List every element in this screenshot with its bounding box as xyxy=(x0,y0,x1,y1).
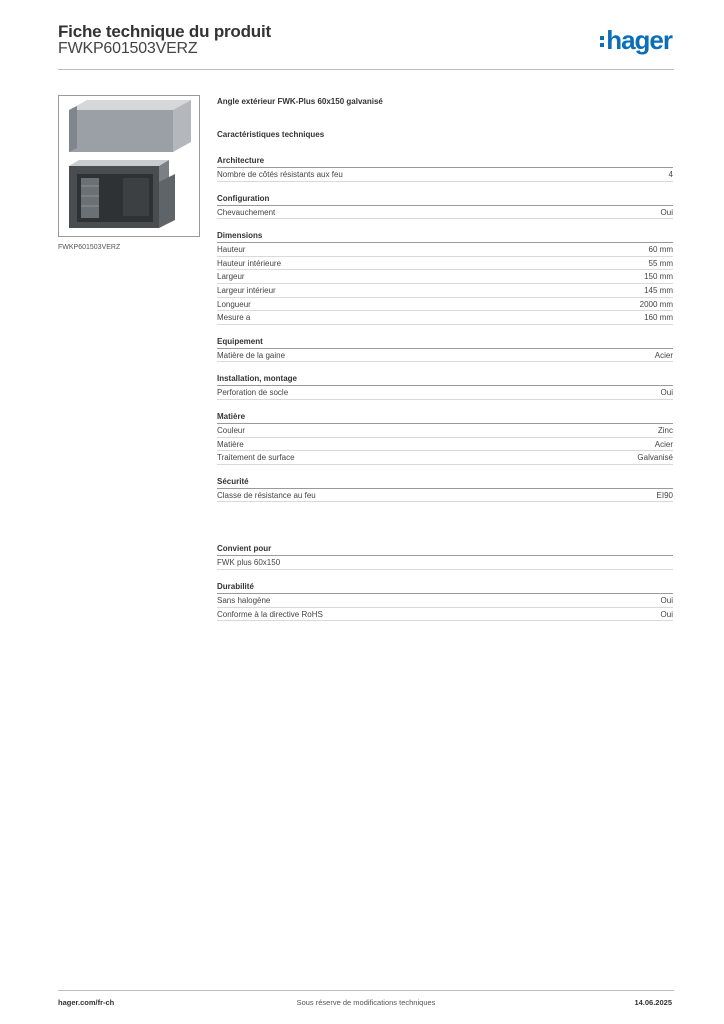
spec-value: 150 mm xyxy=(644,272,673,282)
hager-logo: hager xyxy=(600,25,673,55)
section-title: Configuration xyxy=(217,194,673,206)
spec-label: FWK plus 60x150 xyxy=(217,558,281,568)
spec-value: Oui xyxy=(660,207,673,217)
document-title: Fiche technique du produit xyxy=(58,22,271,41)
section-title: Matière xyxy=(217,412,673,424)
spec-value: EI90 xyxy=(656,490,673,500)
section-title: Installation, montage xyxy=(217,374,673,387)
spec-label: Perforation de socle xyxy=(217,388,289,398)
spec-label: Largeur intérieur xyxy=(217,285,276,295)
spec-row: Traitement de surface Galvanisé xyxy=(217,451,673,465)
section-title: Architecture xyxy=(217,156,673,168)
spec-row: Mesure a 160 mm xyxy=(217,311,673,325)
page-header: Fiche technique du produit FWKP601503VER… xyxy=(58,22,674,70)
footer-notice: Sous réserve de modifications techniques xyxy=(296,998,436,1007)
spec-row: Nombre de côtés résistants aux feu 4 xyxy=(217,168,673,182)
section-title: Equipement xyxy=(217,337,673,349)
spec-label: Traitement de surface xyxy=(217,453,295,463)
spec-row: Hauteur intérieure 55 mm xyxy=(217,257,673,271)
specs-heading: Caractéristiques techniques xyxy=(217,130,325,139)
footer-date: 14.06.2025 xyxy=(634,998,672,1007)
product-reference: FWKP601503VERZ xyxy=(58,40,198,57)
spec-value: 160 mm xyxy=(644,313,673,323)
spec-value: 55 mm xyxy=(648,258,673,268)
trunking-corner-illustration xyxy=(69,100,191,228)
product-content: Angle extérieur FWK-Plus 60x150 galvanis… xyxy=(217,97,673,622)
footer-divider xyxy=(58,990,674,991)
spec-row: Perforation de socle Oui xyxy=(217,386,673,400)
section-title: Durabilité xyxy=(217,582,673,594)
spec-label: Hauteur intérieure xyxy=(217,258,282,268)
spec-label: Largeur xyxy=(217,272,245,282)
spec-value: Zinc xyxy=(657,425,673,435)
spec-row: Chevauchement Oui xyxy=(217,206,673,220)
spec-label: Mesure a xyxy=(217,313,251,323)
spec-value: Galvanisé xyxy=(637,453,673,463)
spec-row: Classe de résistance au feu EI90 xyxy=(217,489,673,503)
spec-label: Nombre de côtés résistants aux feu xyxy=(217,170,343,179)
spec-value: Oui xyxy=(660,388,673,398)
section-title: Sécurité xyxy=(217,477,673,489)
spec-value: Oui xyxy=(660,609,673,619)
spec-value: Acier xyxy=(654,350,673,360)
spec-row: Conforme à la directive RoHS Oui xyxy=(217,608,673,622)
spec-label: Chevauchement xyxy=(217,207,276,217)
spec-value: Acier xyxy=(654,439,673,449)
product-name: Angle extérieur FWK-Plus 60x150 galvanis… xyxy=(217,97,383,106)
logo-text: hager xyxy=(606,25,673,55)
spec-label: Matière de la gaine xyxy=(217,350,286,360)
spec-row: Matière de la gaine Acier xyxy=(217,349,673,363)
footer-website: hager.com/fr-ch xyxy=(58,998,115,1007)
spec-row: Largeur intérieur 145 mm xyxy=(217,284,673,298)
logo-dots-icon xyxy=(600,36,605,47)
spec-value: 2000 mm xyxy=(639,299,673,309)
spec-row: Hauteur 60 mm xyxy=(217,243,673,257)
section-title: Dimensions xyxy=(217,231,673,244)
spec-label: Longueur xyxy=(217,299,251,309)
spec-row: Sans halogène Oui xyxy=(217,594,673,608)
spec-label: Conforme à la directive RoHS xyxy=(217,609,323,619)
header-divider xyxy=(58,69,674,70)
spec-label: Hauteur xyxy=(217,245,246,255)
spec-value: 4 xyxy=(668,170,673,179)
spec-value: Oui xyxy=(660,595,673,605)
spec-value: 145 mm xyxy=(644,285,673,295)
product-image xyxy=(58,95,200,237)
spec-label: Matière xyxy=(217,439,244,449)
spec-row: Matière Acier xyxy=(217,438,673,452)
image-caption: FWKP601503VERZ xyxy=(58,244,121,251)
spec-row: Longueur 2000 mm xyxy=(217,298,673,312)
spec-row: FWK plus 60x150 xyxy=(217,556,673,570)
spec-row: Couleur Zinc xyxy=(217,424,673,438)
spec-label: Classe de résistance au feu xyxy=(217,490,316,500)
spec-row: Largeur 150 mm xyxy=(217,270,673,284)
section-gap xyxy=(217,502,673,532)
spec-label: Sans halogène xyxy=(217,595,271,605)
spec-label: Couleur xyxy=(217,425,246,435)
spec-value: 60 mm xyxy=(648,245,673,255)
section-title: Convient pour xyxy=(217,544,673,557)
